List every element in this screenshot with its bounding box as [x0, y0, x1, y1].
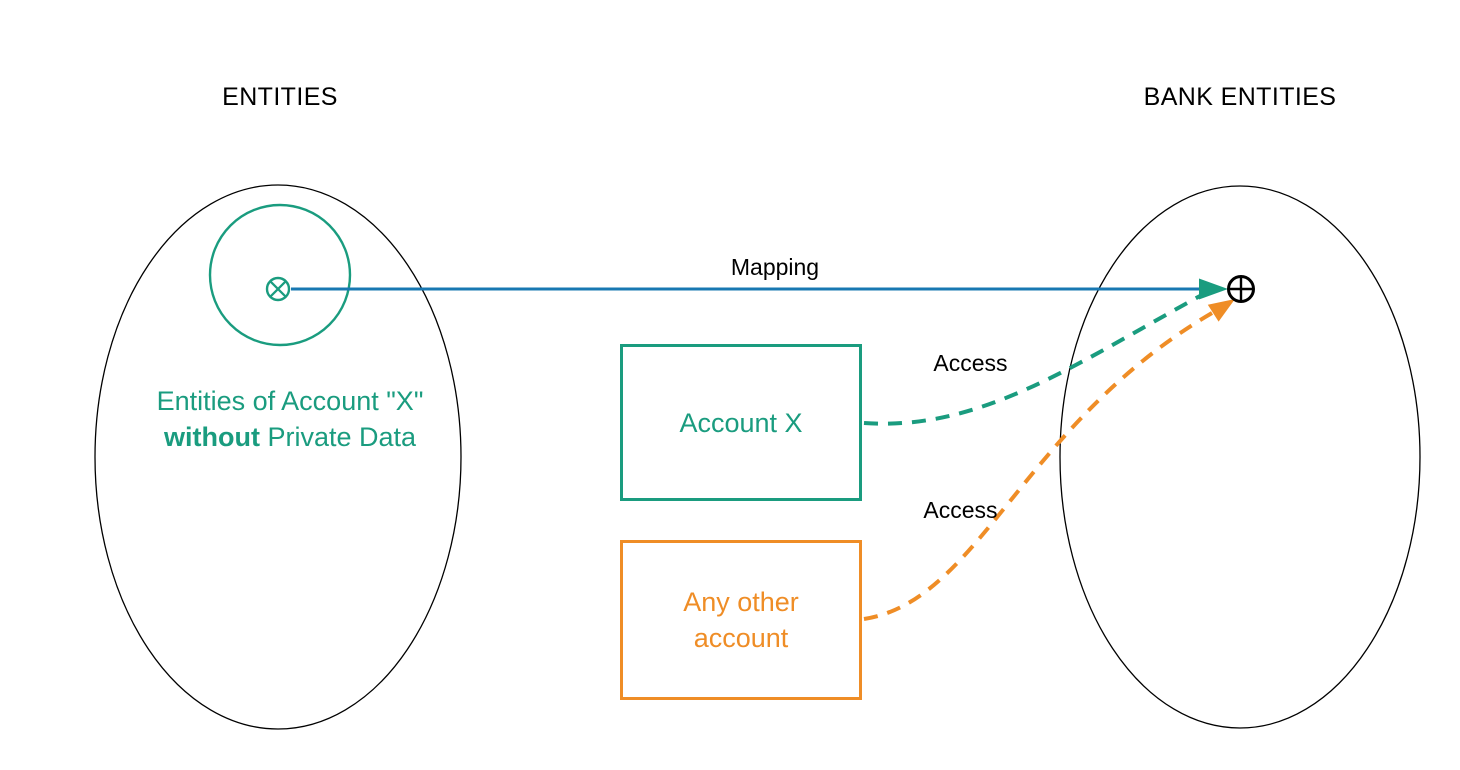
account-x-box: Account X: [620, 344, 862, 501]
circled-times-icon: [265, 276, 291, 302]
other-account-label-line1: Any other: [683, 587, 799, 617]
entities-title: ENTITIES: [222, 83, 338, 111]
bank-entities-title: BANK ENTITIES: [1143, 83, 1337, 111]
account-x-subset-circle: [208, 203, 352, 347]
other-account-label-line2: account: [693, 623, 789, 653]
subset-caption-bold-word: without: [163, 422, 260, 452]
subset-caption-line2-rest: Private Data: [259, 422, 417, 452]
access-other-account-label: Access: [923, 497, 998, 523]
other-account-label: Any other account: [683, 584, 799, 656]
orange-arrowhead-icon: [1207, 299, 1235, 322]
other-account-box: Any other account: [620, 540, 862, 700]
bank-entities-ellipse: [1059, 185, 1421, 729]
mapping-edge-label: Mapping: [730, 254, 820, 280]
access-arrow-account-x: [863, 294, 1201, 426]
account-x-label: Account X: [679, 407, 803, 438]
circled-plus-icon: [1227, 275, 1255, 303]
subset-caption: Entities of Account "X" without Private …: [115, 383, 465, 455]
access-account-x-label: Access: [933, 350, 1008, 376]
subset-caption-line1: Entities of Account "X": [156, 386, 424, 416]
access-arrow-other-account: [863, 311, 1214, 621]
entities-ellipse: [94, 184, 462, 730]
teal-arrowhead-icon: [1199, 278, 1228, 300]
